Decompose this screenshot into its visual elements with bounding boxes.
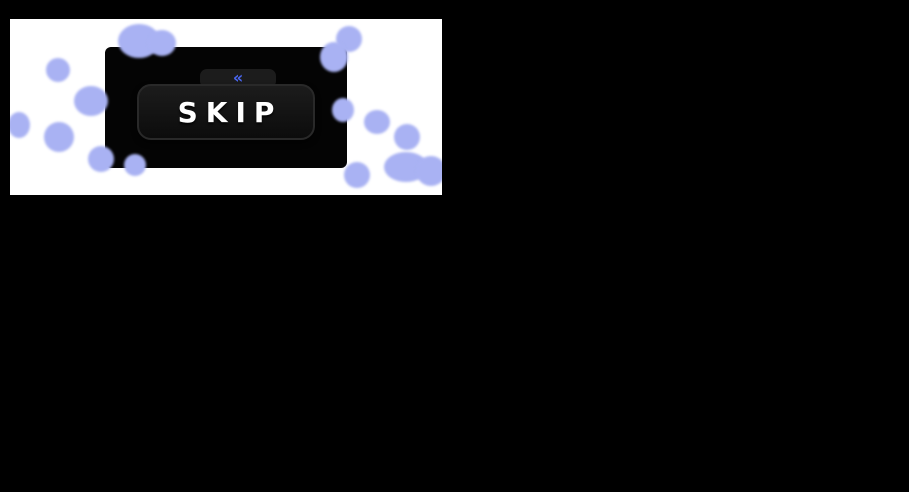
paint-blob: [364, 110, 390, 134]
skip-button[interactable]: SKIP: [137, 84, 315, 140]
capture-region: « SKIP: [10, 19, 442, 195]
paint-blob: [46, 58, 70, 82]
ad-overlay-panel: « SKIP: [105, 47, 347, 168]
collapse-chevron-icon: «: [232, 67, 244, 87]
paint-blob: [74, 86, 108, 116]
paint-blob: [416, 156, 442, 186]
paint-blob: [10, 112, 30, 138]
collapse-button[interactable]: «: [200, 69, 276, 88]
paint-blob: [344, 162, 370, 188]
paint-blob: [44, 122, 74, 152]
paint-blob: [394, 124, 420, 150]
skip-button-label: SKIP: [177, 95, 283, 129]
paint-blob: [384, 152, 428, 182]
